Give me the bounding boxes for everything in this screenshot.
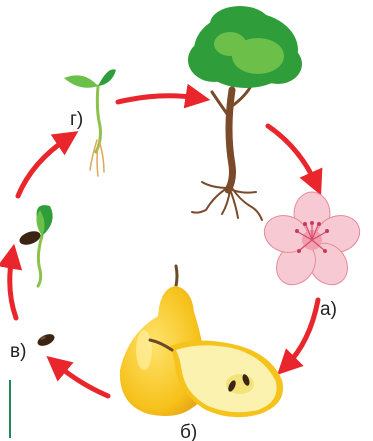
arrow-seed-to-seedling [10,256,16,318]
arrow-flower-to-pear [286,300,318,366]
label-sprout: г) [70,109,83,130]
label-pear: б) [180,422,197,441]
arrow-pear-to-seed [56,364,108,396]
tree-illustration [188,6,302,220]
pear-illustration [120,266,283,417]
seed-illustration [36,332,57,349]
flower-illustration [260,192,365,292]
germinating-seed-illustration [18,205,53,286]
label-flower: а) [320,299,337,320]
arrow-sprout-to-tree [118,96,198,102]
arrow-tree-to-flower [268,126,316,184]
label-seed: в) [10,341,26,362]
arrow-seedling-to-sprout [18,138,68,196]
